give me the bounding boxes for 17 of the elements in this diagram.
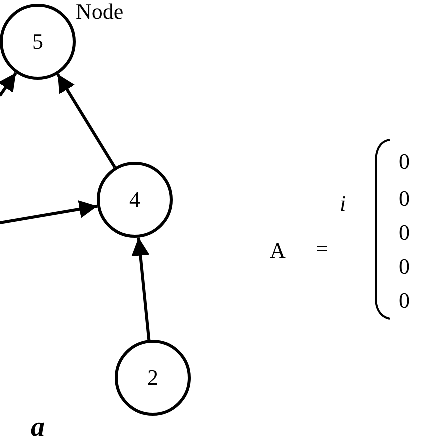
matrix-name: A	[270, 240, 286, 262]
arrow	[0, 72, 18, 97]
node-number: 2	[148, 367, 158, 389]
arrow	[56, 74, 116, 168]
arrow	[132, 238, 151, 340]
matrix-entry: 0	[399, 256, 410, 278]
matrix-entry: 0	[399, 290, 410, 312]
arrow	[0, 200, 98, 224]
node-caption: Node	[76, 1, 124, 23]
panel-label: a	[31, 414, 45, 441]
index-label: i	[340, 193, 346, 215]
node-number: 5	[32, 31, 44, 53]
matrix-entry: 0	[399, 188, 410, 210]
node-number: 4	[130, 189, 140, 211]
matrix-entry: 0	[399, 151, 410, 173]
equals-sign: =	[316, 238, 328, 260]
matrix-entry: 0	[399, 222, 410, 244]
